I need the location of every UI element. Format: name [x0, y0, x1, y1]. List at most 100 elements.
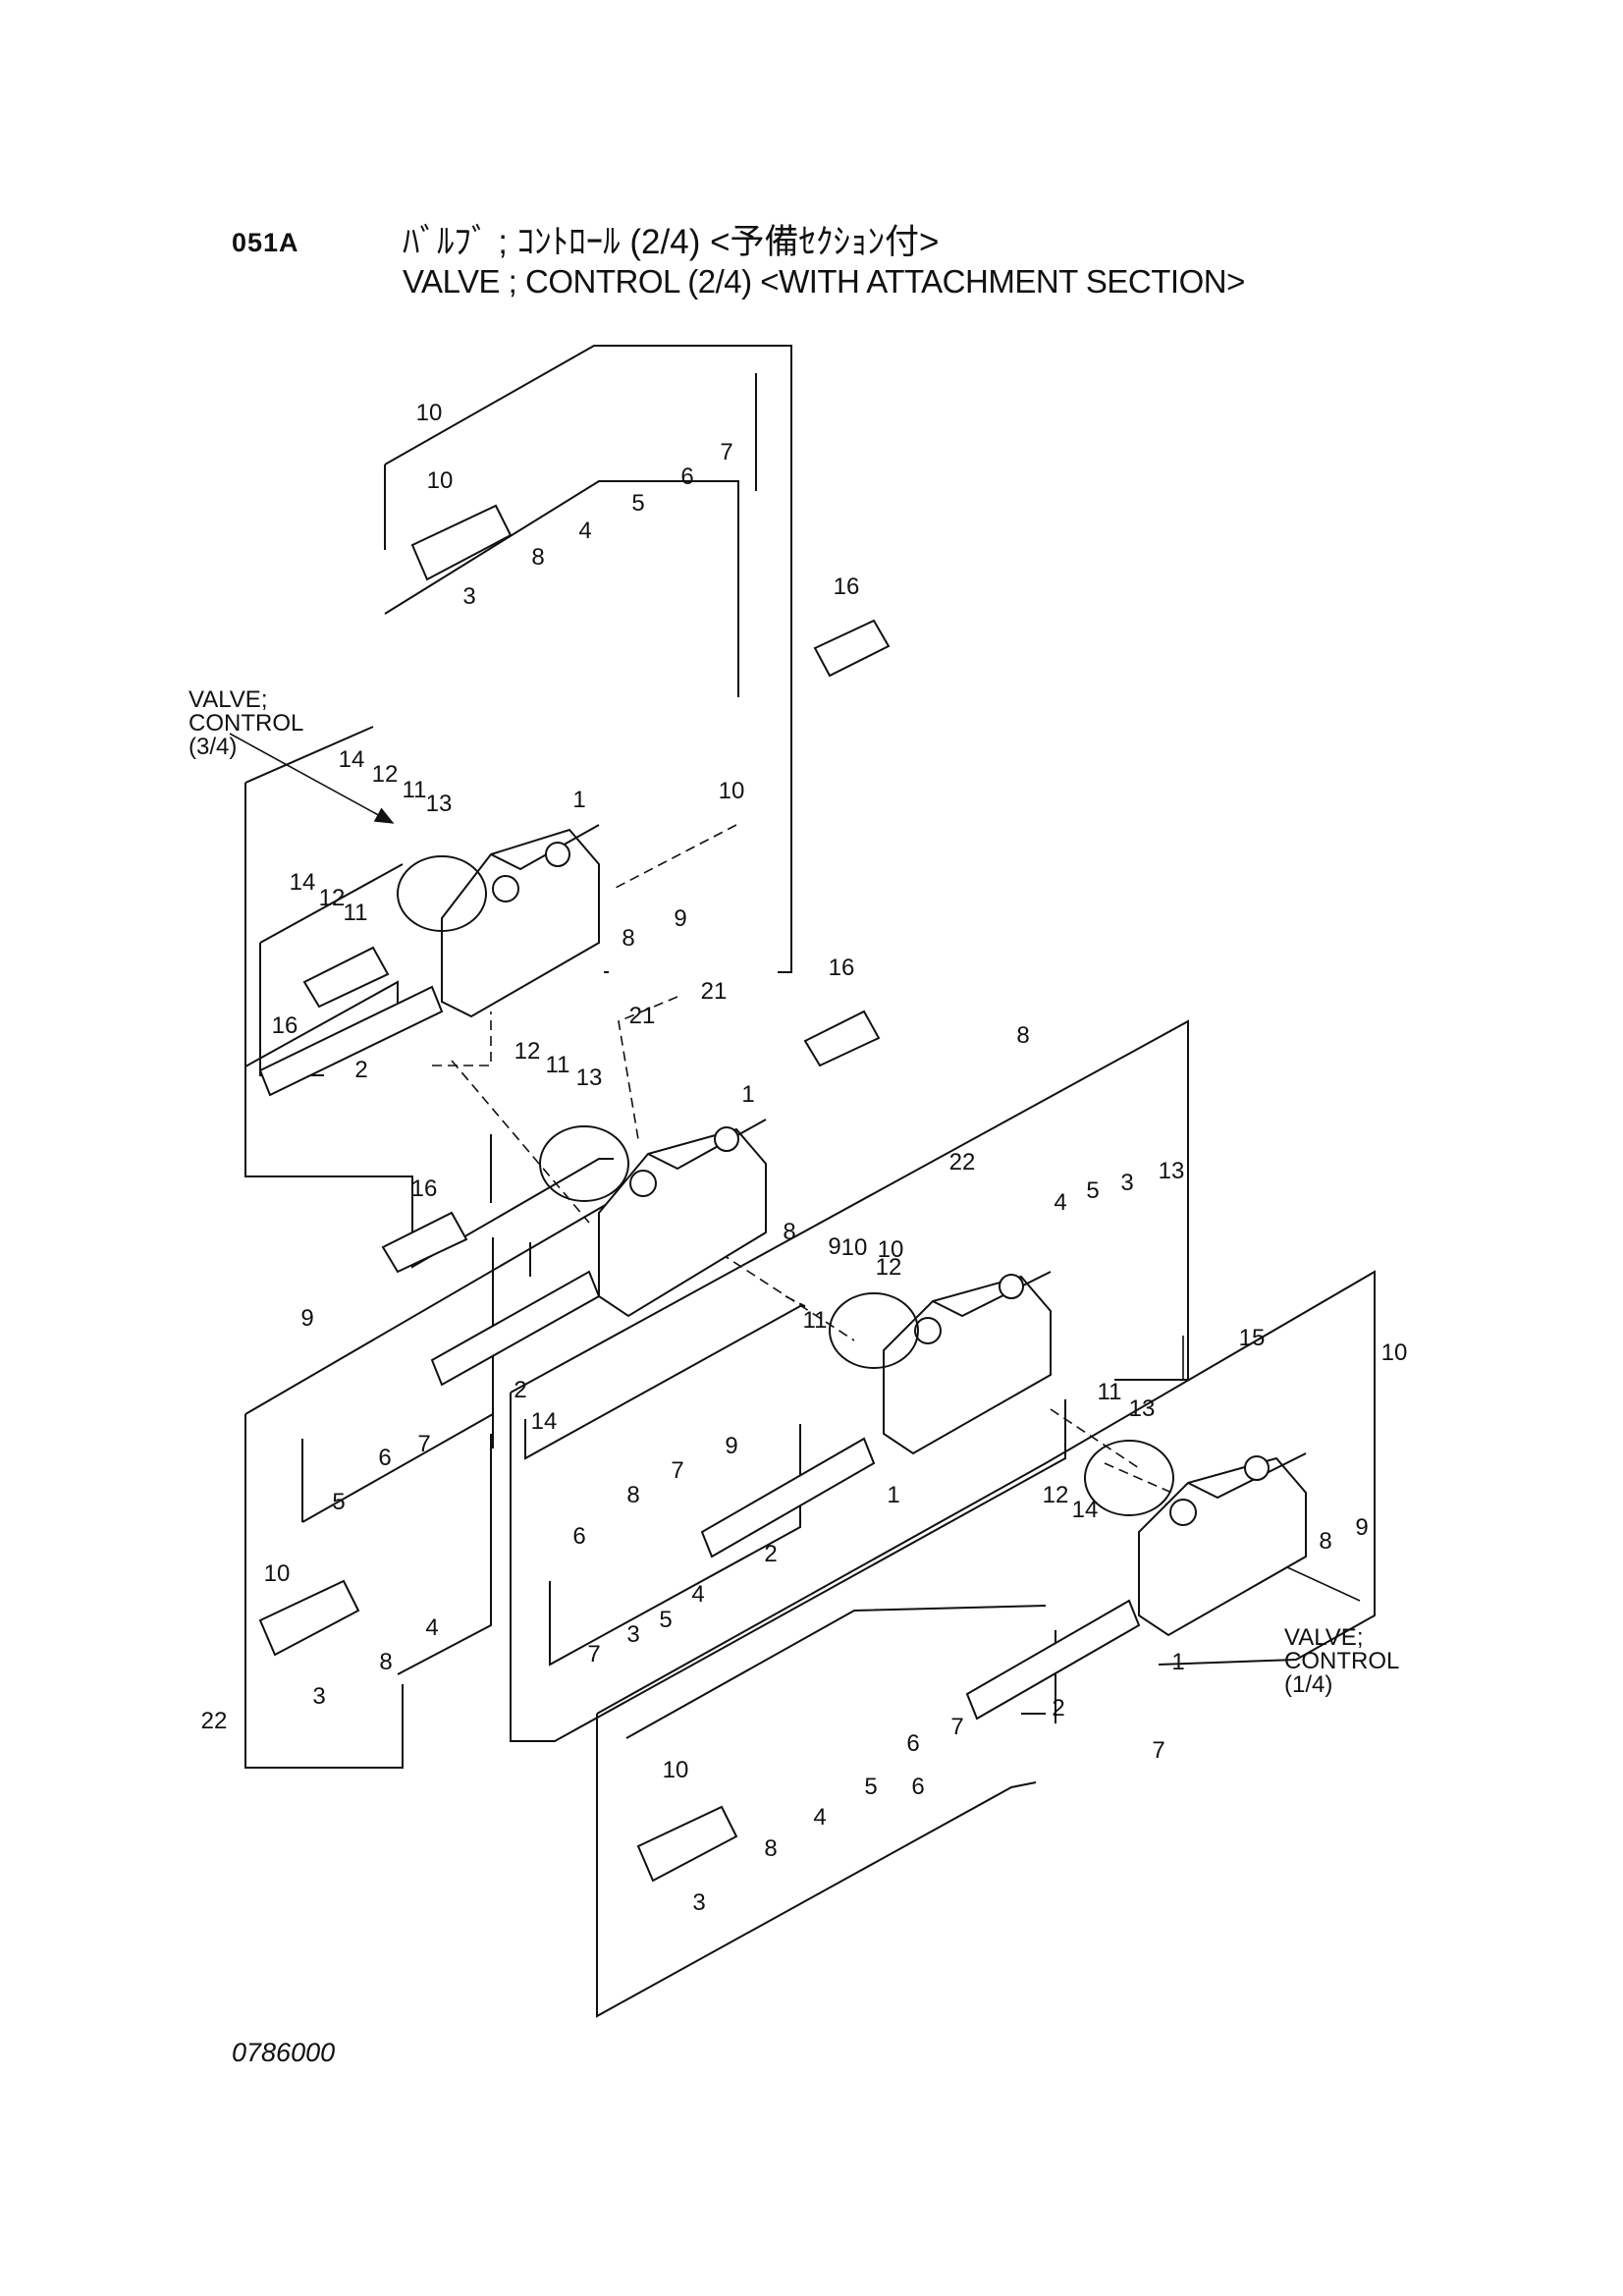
callout-c11-b: 11: [344, 900, 368, 926]
cap-3-c: [636, 1805, 738, 1883]
callout-c21-b: 21: [701, 978, 728, 1005]
callout-c11-c: 11: [546, 1052, 570, 1078]
subassembly-frame-9-lower: [397, 1434, 492, 1675]
spool-2-c: [700, 1437, 876, 1558]
callout-c1-c: 1: [887, 1482, 899, 1508]
callout-c8-b: 8: [622, 925, 634, 952]
drawing-number: 0786000: [232, 2038, 336, 2067]
subassembly-frame-7-inner: [625, 1605, 1047, 1739]
callout-c3-c: 3: [312, 1683, 325, 1710]
callout-c7-group: 7: [1152, 1737, 1164, 1764]
callout-c5-e: 5: [864, 1774, 877, 1800]
callout-c10-b: 10: [719, 778, 745, 804]
callout-c11-d: 11: [803, 1307, 828, 1334]
cap-3-b: [258, 1579, 360, 1657]
callout-c12-a: 12: [372, 761, 399, 788]
callout-c3-b: 3: [1120, 1170, 1133, 1196]
callout-c2-a: 2: [354, 1057, 367, 1083]
callout-c5-c: 5: [332, 1489, 345, 1515]
reference-label-ref-3-4: VALVE;CONTROL(3/4): [189, 686, 303, 760]
callout-c9-group: 9: [300, 1305, 313, 1332]
callout-c4-d: 4: [425, 1614, 438, 1641]
reference-label-layer: VALVE;CONTROL(3/4) VALVE;CONTROL(1/4): [189, 686, 1399, 1698]
callout-c8-f: 8: [379, 1649, 392, 1675]
callout-c4-c: 4: [691, 1581, 704, 1608]
callout-c11-a: 11: [403, 777, 427, 803]
callout-c9-a: 9: [674, 905, 686, 932]
callout-c12-b: 12: [319, 885, 346, 911]
section-code: 051A: [232, 228, 299, 257]
callout-c21-a: 21: [629, 1003, 656, 1029]
callout-c16-d: 16: [411, 1175, 438, 1202]
callout-c22-a: 22: [949, 1149, 976, 1175]
spool-2-d: [965, 1599, 1141, 1721]
callout-c22-b: 22: [201, 1708, 228, 1734]
callout-c10-c: 10: [878, 1236, 904, 1263]
callout-c7-c: 7: [671, 1457, 683, 1484]
callout-c10-e: 10: [1381, 1339, 1408, 1366]
callout-c14-b: 14: [290, 869, 316, 896]
callout-c10-top-group: 10: [416, 400, 443, 426]
subassembly-frame-10: [384, 373, 757, 697]
callout-c10-f: 10: [264, 1560, 291, 1587]
callout-c12-d: 12: [876, 1254, 902, 1281]
plug-16-d: [381, 1211, 468, 1274]
callout-c10-g: 10: [663, 1757, 689, 1783]
callout-c14-c: 14: [531, 1408, 558, 1435]
valve-body-1-upper: [441, 824, 600, 1018]
callout-c2-b: 2: [514, 1377, 526, 1403]
callout-c6-e: 6: [911, 1774, 924, 1800]
callout-c6-d: 6: [906, 1730, 919, 1757]
callout-c7-b: 7: [417, 1431, 430, 1457]
callout-c1-d: 1: [1171, 1649, 1184, 1675]
callout-c3-e: 3: [692, 1889, 705, 1916]
callout-c2-d: 2: [1052, 1695, 1064, 1722]
callout-c8-g: 8: [764, 1835, 777, 1862]
callout-c8-group: 8: [1016, 1022, 1029, 1049]
callout-c13-b: 13: [576, 1065, 603, 1091]
callout-c4-e: 4: [813, 1804, 826, 1831]
callout-c6-b: 6: [378, 1445, 391, 1471]
callout-c2-c: 2: [764, 1541, 777, 1567]
callout-c8-d: 8: [626, 1482, 639, 1508]
callout-c12-e: 12: [1043, 1482, 1069, 1508]
callout-c11-e: 11: [1098, 1379, 1122, 1405]
subassembly-frame-8-a: [524, 1305, 805, 1460]
callout-c16-b: 16: [272, 1012, 298, 1039]
callout-c13-a: 13: [426, 791, 453, 817]
callout-c1-b: 1: [741, 1081, 754, 1108]
cap-3-a: [410, 504, 513, 581]
callout-c13-d: 13: [1129, 1395, 1156, 1422]
plug-16-a: [813, 619, 891, 678]
callout-c14-a: 14: [339, 746, 365, 773]
subassembly-frame-9: [301, 1237, 494, 1523]
group-frame-valve-3-4: [244, 726, 614, 1269]
group-frame-8: [510, 1019, 1189, 1742]
callout-c5-a: 5: [631, 490, 644, 517]
callout-c10-a: 10: [427, 467, 454, 494]
reference-label-ref-1-4: VALVE;CONTROL(1/4): [1284, 1624, 1399, 1698]
callout-c7-a: 7: [720, 439, 732, 465]
callout-c14-d: 14: [1072, 1497, 1099, 1523]
callout-c6-a: 6: [680, 464, 693, 490]
group-frame-middle: [244, 1134, 610, 1769]
callout-c6-c: 6: [572, 1523, 585, 1550]
title-english: VALVE ; CONTROL (2/4) <WITH ATTACHMENT S…: [403, 263, 1245, 300]
callout-c10-d: 10: [841, 1234, 868, 1261]
callout-c7-e: 7: [950, 1714, 963, 1740]
callout-c16-a: 16: [834, 574, 860, 600]
callout-c1-a: 1: [572, 787, 585, 813]
callout-c9-d: 9: [1355, 1514, 1368, 1541]
callout-c8-a: 8: [531, 544, 544, 571]
callout-c3-d: 3: [626, 1621, 639, 1648]
valve-body-1-lower: [1138, 1452, 1307, 1637]
spool-2-a: [258, 985, 444, 1097]
callout-c5-d: 5: [659, 1607, 672, 1633]
callout-c9-c: 9: [725, 1433, 737, 1459]
callout-c15-a: 15: [1239, 1325, 1266, 1351]
callout-c9-b: 9: [828, 1233, 840, 1260]
group-frame-top: [384, 345, 792, 973]
callout-c16-c: 16: [829, 955, 855, 981]
callout-c12-c: 12: [514, 1038, 541, 1065]
